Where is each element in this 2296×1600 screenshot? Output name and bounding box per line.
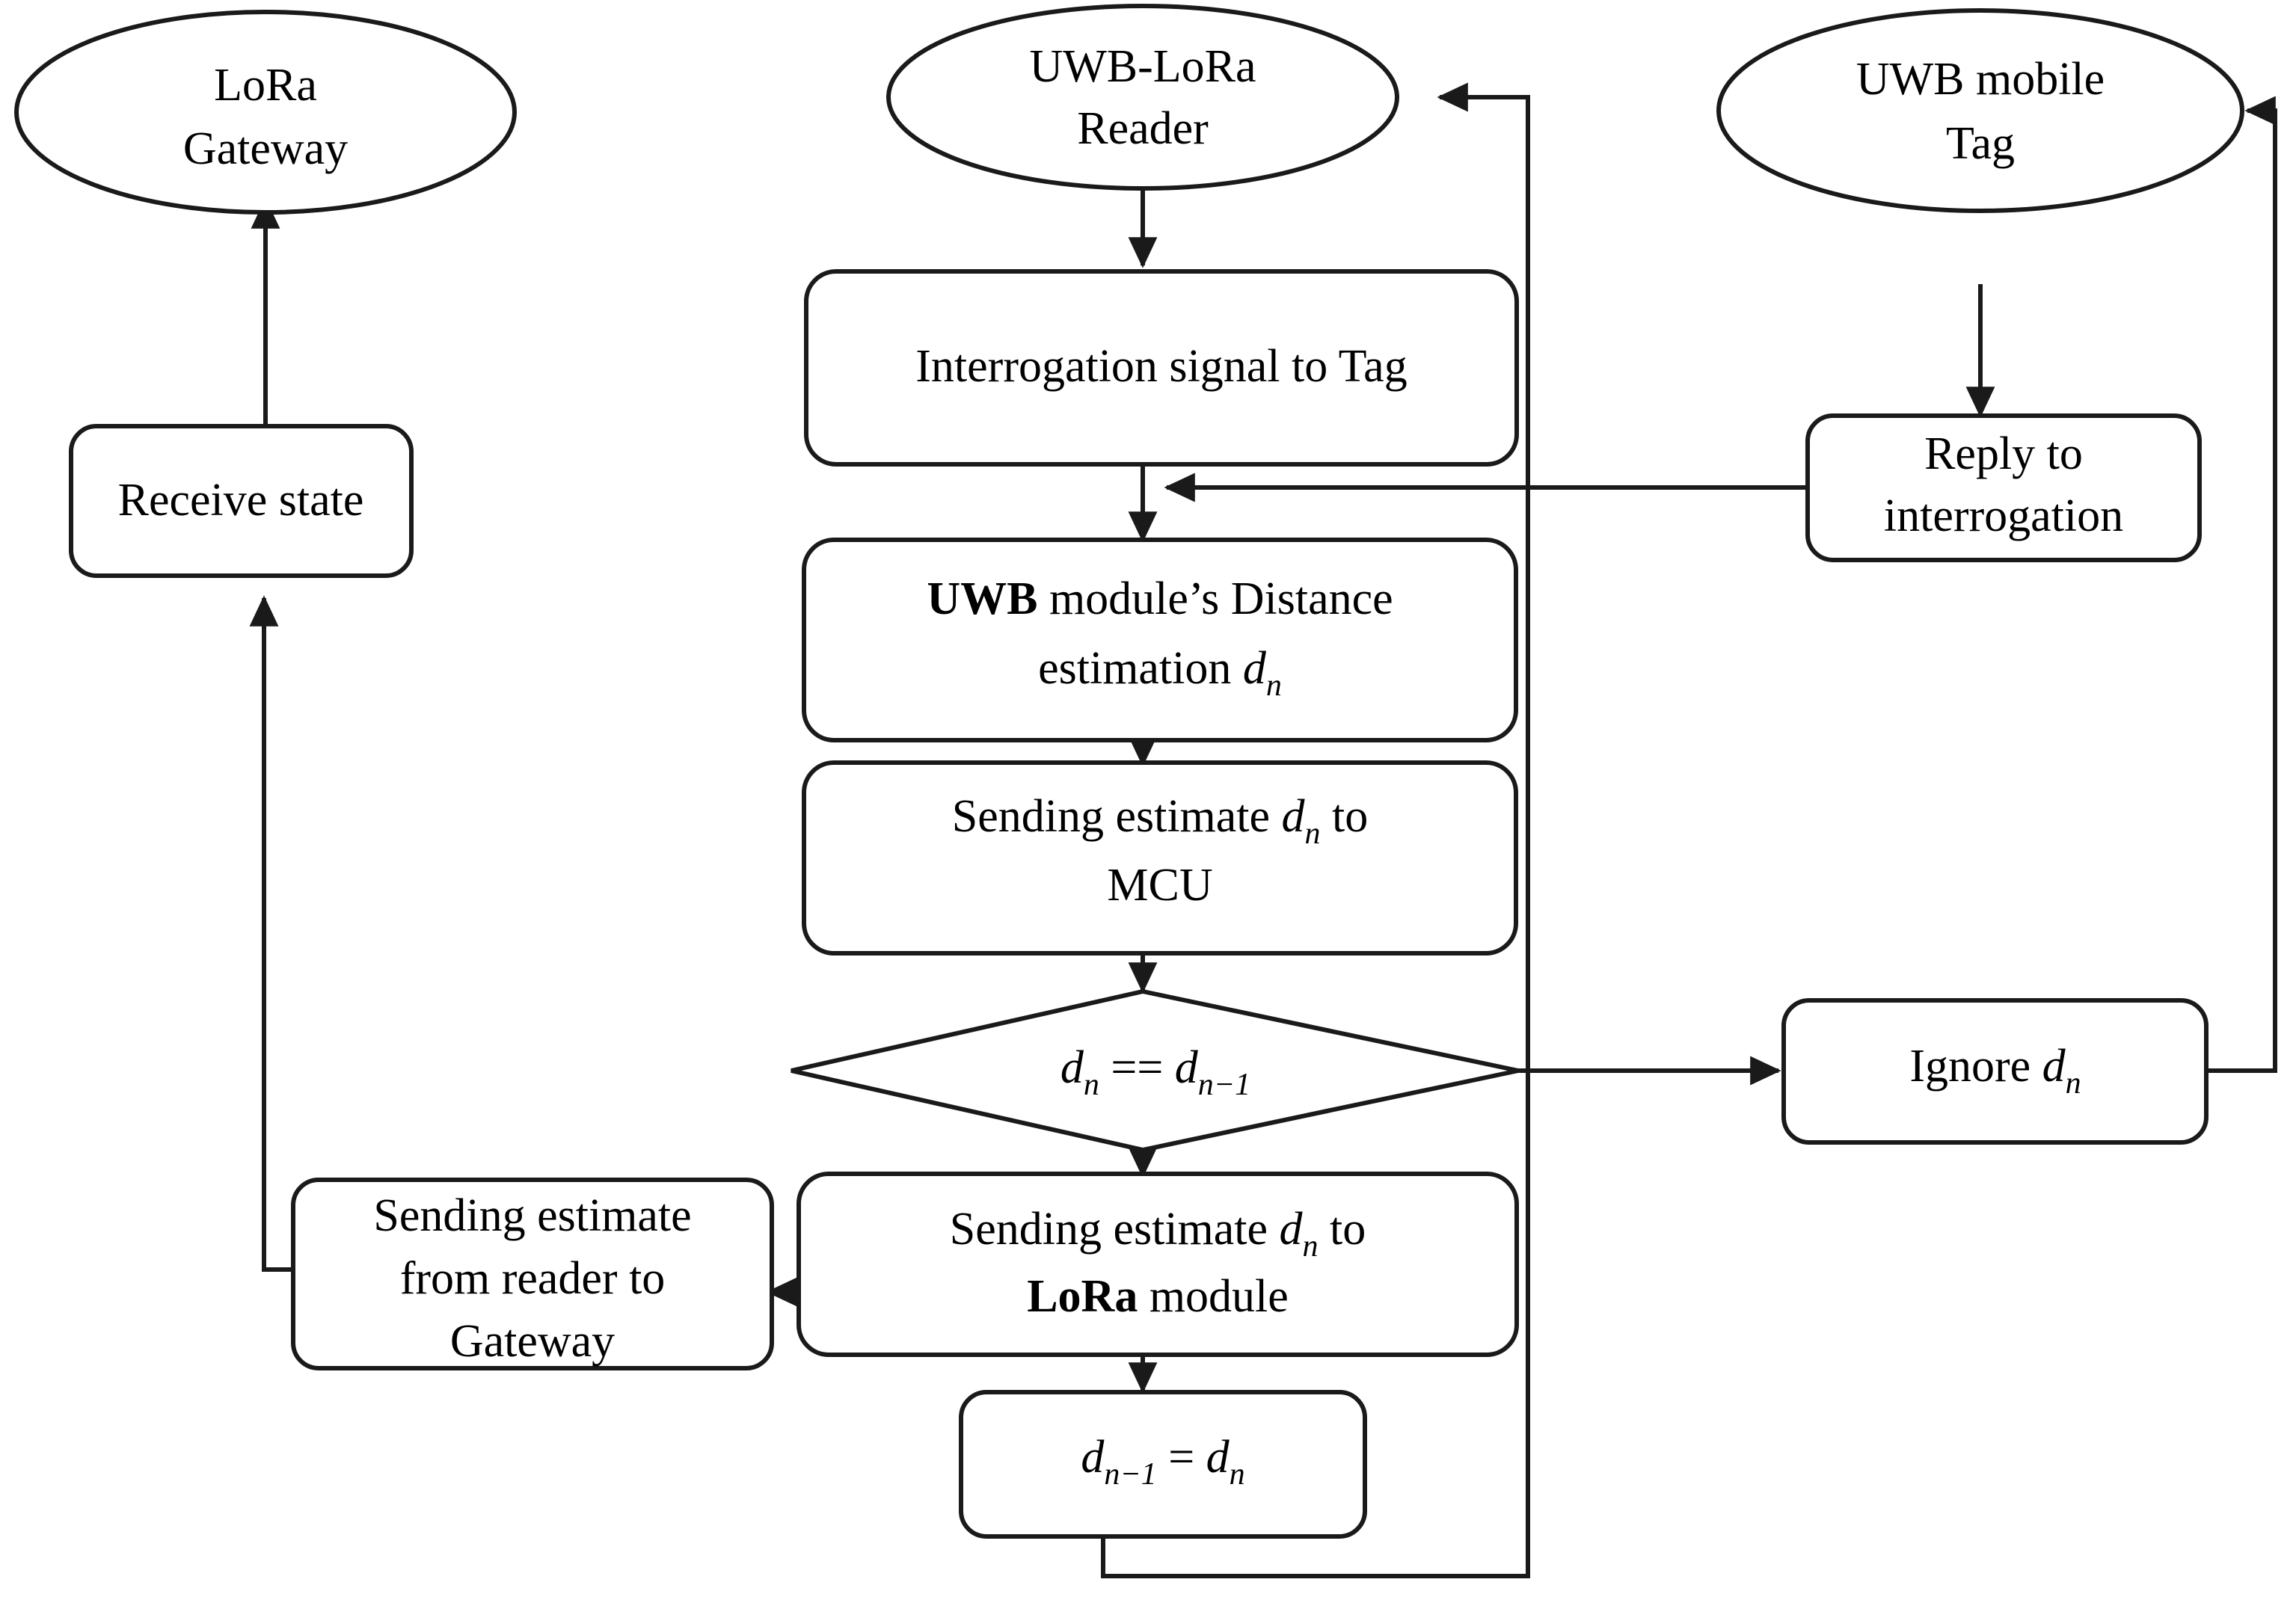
assign-prev-label: dn−1 = dn <box>1081 1432 1244 1491</box>
decision-operator: == <box>1099 1042 1175 1093</box>
reply-to-interrogation-label-line1: Reply to <box>1924 428 2083 479</box>
uwb-distance-sub-n: n <box>1266 668 1282 703</box>
sending-mcu-line1-post: to <box>1321 791 1369 842</box>
uwb-lora-reader-label-line2: Reader <box>1077 103 1209 154</box>
decision-compare-label: dn == dn−1 <box>1060 1042 1250 1101</box>
assign-right-var: d <box>1206 1432 1230 1483</box>
node-uwb-lora-reader[interactable]: UWB-LoRa Reader <box>886 4 1399 191</box>
sending-to-lora-label-line2: LoRa module <box>1027 1271 1289 1322</box>
uwb-distance-line2-pre: estimation <box>1038 643 1243 694</box>
uwb-lora-reader-label-line1: UWB-LoRa <box>1029 41 1256 92</box>
uwb-distance-bold-uwb: UWB <box>927 573 1037 624</box>
decision-right-var: d <box>1175 1042 1199 1093</box>
node-sending-to-mcu[interactable]: Sending estimate dn to MCU <box>802 760 1518 956</box>
assign-operator: = <box>1157 1432 1206 1483</box>
edge-gateway-send-to-receive-state <box>249 595 292 1272</box>
node-interrogation-signal[interactable]: Interrogation signal to Tag <box>804 269 1519 467</box>
uwb-mobile-tag-label-line2: Tag <box>1946 118 2015 169</box>
ignore-dn-label: Ignore dn <box>1909 1041 2081 1100</box>
edge-assign-prev-to-reader-loop <box>1101 82 1530 1578</box>
sending-to-mcu-label-line2: MCU <box>1107 860 1212 911</box>
lora-gateway-label-line1: LoRa <box>214 60 317 111</box>
node-ignore-dn[interactable]: Ignore dn <box>1781 998 2208 1145</box>
assign-right-sub: n <box>1230 1457 1245 1492</box>
uwb-distance-estimation-label-line1: UWB module’s Distance <box>927 573 1393 624</box>
node-assign-prev[interactable]: dn−1 = dn <box>959 1390 1367 1539</box>
node-uwb-distance-estimation[interactable]: UWB module’s Distance estimation dn <box>802 538 1518 742</box>
sending-lora-bold-lora: LoRa <box>1027 1271 1138 1322</box>
decision-left-var: d <box>1060 1042 1084 1093</box>
node-lora-gateway[interactable]: LoRa Gateway <box>14 10 517 215</box>
sending-mcu-var-d: d <box>1282 791 1306 842</box>
lora-gateway-label-line2: Gateway <box>183 123 348 174</box>
sending-to-gateway-label-line1: Sending estimate <box>373 1190 691 1241</box>
decision-right-sub: n−1 <box>1198 1068 1250 1102</box>
node-decision-compare[interactable]: dn == dn−1 <box>791 988 1519 1153</box>
reply-to-interrogation-label-line2: interrogation <box>1884 490 2123 541</box>
uwb-mobile-tag-label-line1: UWB mobile <box>1856 54 2105 105</box>
sending-mcu-line1-pre: Sending estimate <box>952 791 1282 842</box>
sending-lora-sub-n: n <box>1303 1229 1319 1264</box>
edge-ignore-to-tag-loop <box>2206 96 2277 1073</box>
sending-lora-var-d: d <box>1280 1204 1304 1255</box>
sending-lora-line1-post: to <box>1319 1204 1366 1255</box>
uwb-distance-var-d: d <box>1243 643 1267 694</box>
node-sending-to-gateway[interactable]: Sending estimate from reader to Gateway <box>291 1178 774 1370</box>
uwb-distance-estimation-label-line2: estimation dn <box>1038 643 1282 702</box>
interrogation-signal-label: Interrogation signal to Tag <box>915 341 1407 392</box>
sending-to-gateway-label-line3: Gateway <box>450 1316 615 1367</box>
decision-left-sub: n <box>1084 1068 1099 1102</box>
node-uwb-mobile-tag[interactable]: UWB mobile Tag <box>1716 8 2244 213</box>
uwb-distance-line1-rest: module’s Distance <box>1037 573 1393 624</box>
assign-left-var: d <box>1081 1432 1105 1483</box>
sending-to-gateway-label-line2: from reader to <box>400 1253 666 1304</box>
node-reply-to-interrogation[interactable]: Reply to interrogation <box>1805 413 2202 562</box>
sending-to-mcu-label-line1: Sending estimate dn to <box>952 791 1369 850</box>
ignore-dn-sub: n <box>2066 1066 2081 1101</box>
sending-lora-line2-rest: module <box>1138 1271 1288 1322</box>
assign-left-sub: n−1 <box>1104 1457 1156 1492</box>
node-sending-to-lora[interactable]: Sending estimate dn to LoRa module <box>796 1172 1519 1357</box>
sending-lora-line1-pre: Sending estimate <box>950 1204 1280 1255</box>
sending-mcu-sub-n: n <box>1305 816 1321 851</box>
sending-to-lora-label-line1: Sending estimate dn to <box>950 1204 1366 1263</box>
receive-state-label: Receive state <box>118 475 364 526</box>
node-receive-state[interactable]: Receive state <box>69 424 414 578</box>
ignore-dn-var: d <box>2042 1041 2066 1092</box>
ignore-dn-pre: Ignore <box>1909 1041 2042 1092</box>
